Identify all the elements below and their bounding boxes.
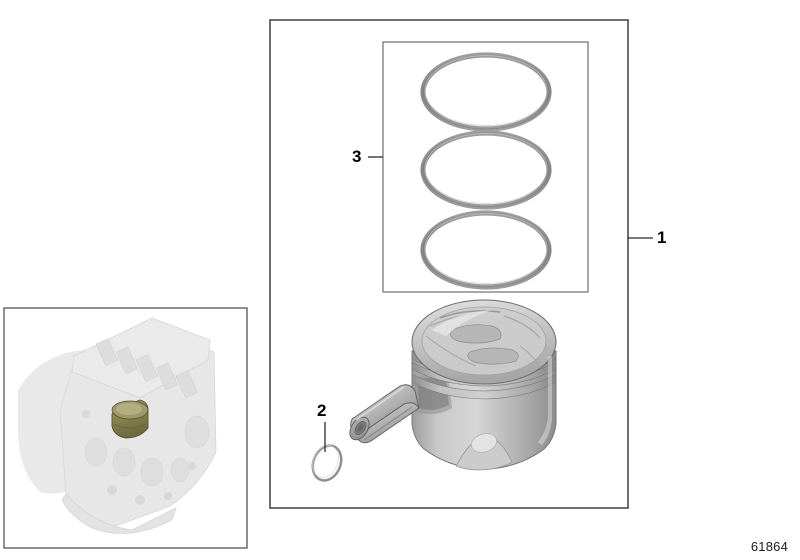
engine-cover-ribs xyxy=(95,338,198,399)
wrist-pin-bore xyxy=(354,421,367,435)
circlip-ring xyxy=(311,444,343,482)
piston-crown-ridge-4 xyxy=(425,335,477,367)
callout-leaders xyxy=(324,156,653,452)
catalog-number: 61864 xyxy=(750,539,788,554)
callout-3: 3 xyxy=(352,147,362,166)
piston-crown-ridge-1 xyxy=(439,310,501,319)
wrist-pin-highlight xyxy=(355,386,405,421)
piston-edge-highlight xyxy=(538,356,552,445)
highlight-piston-crown-dish xyxy=(116,403,142,415)
piston-crown-highlight xyxy=(432,310,492,336)
highlight-piston-groove xyxy=(113,423,147,429)
piston-body xyxy=(411,299,557,471)
engine-sump-face xyxy=(61,493,177,534)
piston-pin-boss xyxy=(471,433,497,453)
piston-ring-groove-3 xyxy=(411,373,557,400)
piston-ring-set xyxy=(420,52,552,290)
piston-ring-top xyxy=(420,52,552,132)
piston-valve-relief-intake xyxy=(450,324,502,344)
piston-crown-ridge-5 xyxy=(519,345,541,369)
engine-block-detail xyxy=(84,415,210,487)
wrist-pin xyxy=(349,384,420,444)
circlip-snap-ring xyxy=(311,444,343,482)
piston-valve-relief-exhaust xyxy=(467,347,519,365)
engine-location-inset xyxy=(3,307,248,549)
piston-ring-second xyxy=(420,130,552,210)
piston-location-highlight xyxy=(111,399,149,439)
piston-crown-ridge-3 xyxy=(503,315,541,339)
engine-block-ports xyxy=(82,410,196,505)
piston-ring-oil xyxy=(420,210,552,290)
callout-1: 1 xyxy=(657,228,667,247)
wrist-pin-shadow xyxy=(363,406,413,441)
piston-rings-frame xyxy=(382,41,589,293)
circlip-ring-highlight xyxy=(312,445,339,478)
callout-2: 2 xyxy=(317,401,327,420)
assembly-frame xyxy=(269,19,629,509)
